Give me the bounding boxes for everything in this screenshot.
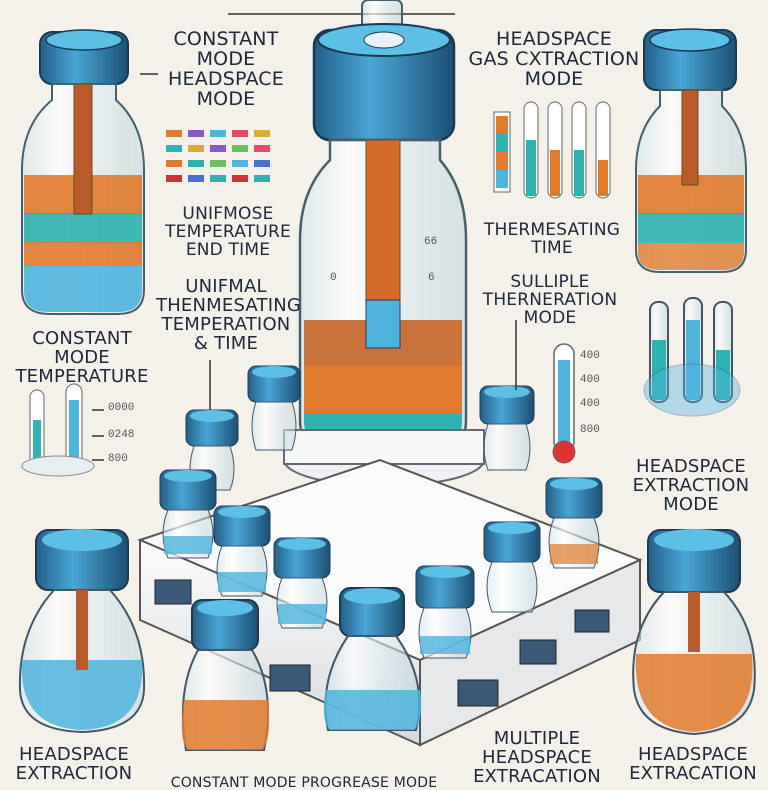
center-tick-right: 6 [428, 272, 435, 284]
label-bottom-left: HEADSPACE EXTRACTION [15, 744, 133, 784]
thermometer-right [552, 343, 576, 464]
label-uniform-temp: UNIFMOSE TEMPERATURE END TIME [165, 204, 291, 260]
vial-front-center [323, 587, 422, 731]
vial-bottom-left [18, 529, 146, 734]
label-top-left: CONSTANT MODE HEADSPACE MODE [168, 28, 284, 110]
label-headspace-extraction-mode: HEADSPACE EXTRACTION MODE [632, 456, 750, 515]
label-multiple-thermeration: SULLIPLE THERNERATION MODE [482, 272, 618, 328]
gauge-right-value-4: 800 [580, 424, 600, 436]
gauge-left-value-2: 0248 [108, 429, 135, 441]
label-bottom-right: HEADSPACE EXTRACATION [629, 744, 757, 784]
small-vials [159, 365, 603, 659]
gauge-left-value-3: 800 [108, 453, 128, 465]
label-bottom-center-left: CONSTANT MODE PROGREASE MODE [170, 775, 438, 790]
gauge-right-value-3: 400 [580, 398, 600, 410]
gauge-right-value-2: 400 [580, 374, 600, 386]
vial-bottom-right [632, 529, 756, 736]
label-thermsating-time: THERMESATING TIME [483, 220, 621, 258]
center-tick-left: 0 [330, 272, 337, 284]
label-unifmal: UNIFMAL THENMESATING TEMPERATION & TIME [156, 276, 302, 354]
test-tubes-top [493, 101, 611, 199]
label-bottom-center-right: MULTIPLE HEADSPACE EXTRACATION [473, 728, 601, 787]
vial-top-right [635, 28, 747, 273]
label-constant-temp: CONSTANT MODE TEMPERATURE [15, 328, 149, 387]
vial-front-center-left [181, 599, 270, 751]
center-tick-top: 66 [424, 236, 438, 248]
vial-center [283, 0, 485, 487]
vial-top-left [21, 29, 145, 315]
color-swatch-grid [166, 130, 270, 182]
gauge-right-value-1: 400 [580, 350, 600, 362]
gauge-left-value-1: 0000 [108, 402, 135, 414]
thermometers-left [21, 383, 104, 477]
test-tubes-right [643, 297, 741, 417]
label-top-right: HEADSPACE GAS CXTRACTION MODE [468, 28, 640, 90]
